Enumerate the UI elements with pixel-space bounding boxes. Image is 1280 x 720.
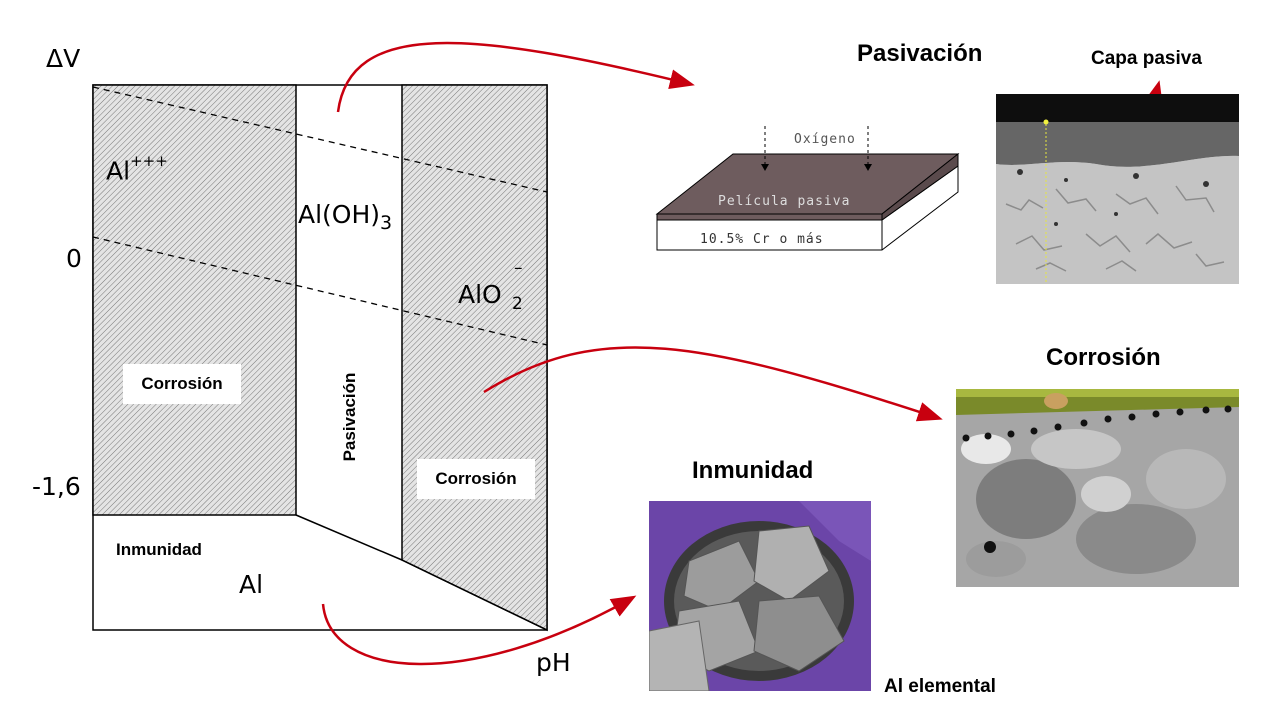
passivation-title: Pasivación [857, 40, 983, 67]
y-axis-label: ΔV [46, 44, 81, 73]
passive-layer-label: Capa pasiva [1091, 48, 1202, 69]
oxygen-label: Oxígeno [794, 132, 856, 147]
y-tick-minus-1-6: -1,6 [32, 472, 81, 501]
label-passivation: Pasivación [340, 372, 359, 462]
passive-film-label: Película pasiva [718, 194, 851, 209]
label-corrosion-right: Corrosión [417, 459, 535, 499]
boundary-immunity-right [401, 559, 548, 631]
immunity-title: Inmunidad [692, 457, 814, 484]
steel-label: 10.5% Cr o más [700, 232, 824, 247]
arrow-to-passivation [336, 41, 695, 113]
elemental-al-caption: Al elemental [884, 676, 996, 697]
region-corrosion-left [92, 84, 297, 516]
species-al-metal: Al [239, 570, 264, 599]
aluminum-pieces-photo [649, 501, 871, 691]
passive-film-schematic [655, 126, 960, 251]
passive-layer-photo [996, 94, 1239, 284]
species-aluminate: AlO – 2 [458, 258, 523, 314]
arrow-to-corrosion [483, 346, 943, 422]
oxygen-line [92, 86, 548, 193]
corrosion-photo [956, 389, 1239, 587]
x-axis-label: pH [536, 648, 571, 677]
label-immunity: Inmunidad [116, 540, 202, 559]
y-tick-0: 0 [66, 244, 82, 273]
arrow-to-immunity [321, 595, 637, 666]
region-corrosion-right [401, 84, 548, 632]
hydrogen-line [92, 236, 548, 346]
species-al-ion: Al+++ [106, 152, 168, 186]
corrosion-title: Corrosión [1046, 344, 1161, 371]
label-corrosion-left: Corrosión [123, 364, 241, 404]
boundary-passivation-immunity [295, 514, 403, 561]
species-al-hydroxide: Al(OH)3 [298, 200, 393, 234]
